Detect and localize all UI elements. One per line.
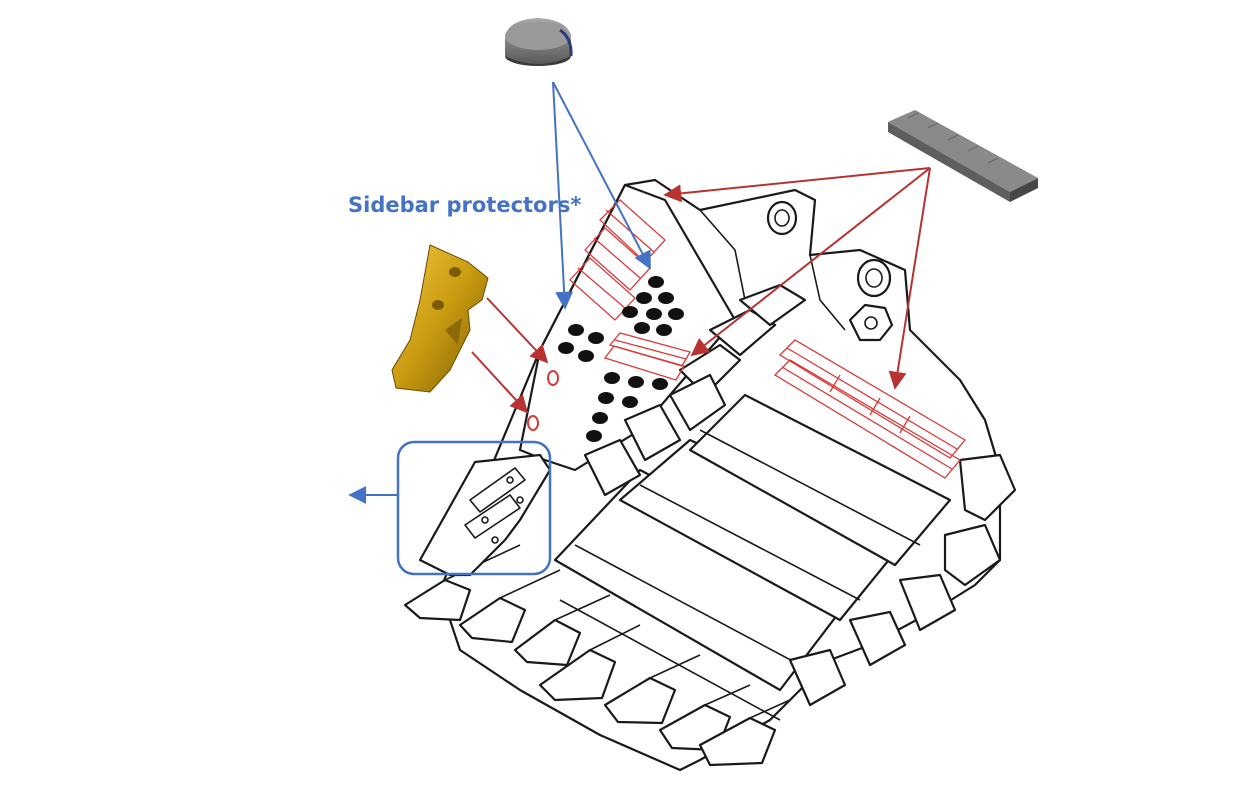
- red-arrows: [471, 167, 931, 414]
- wear-buttons-cluster: [558, 276, 684, 442]
- wear-bar-grid-back: [773, 339, 966, 479]
- sidebar-protector-icon: [391, 244, 489, 393]
- corner-callout-box: [396, 440, 552, 576]
- sidebar-protectors-label: Sidebar protectors*: [348, 193, 581, 217]
- wear-button-icon: [505, 18, 573, 66]
- wear-bar-grid-side-middle: [603, 332, 691, 381]
- corner-adapter: [418, 453, 552, 577]
- sidebar-protector-locations: [527, 370, 559, 431]
- chocky-bar-icon: [888, 110, 1038, 202]
- wear-bar-grid-side-upper: [569, 199, 666, 321]
- blue-arrows: [348, 81, 651, 504]
